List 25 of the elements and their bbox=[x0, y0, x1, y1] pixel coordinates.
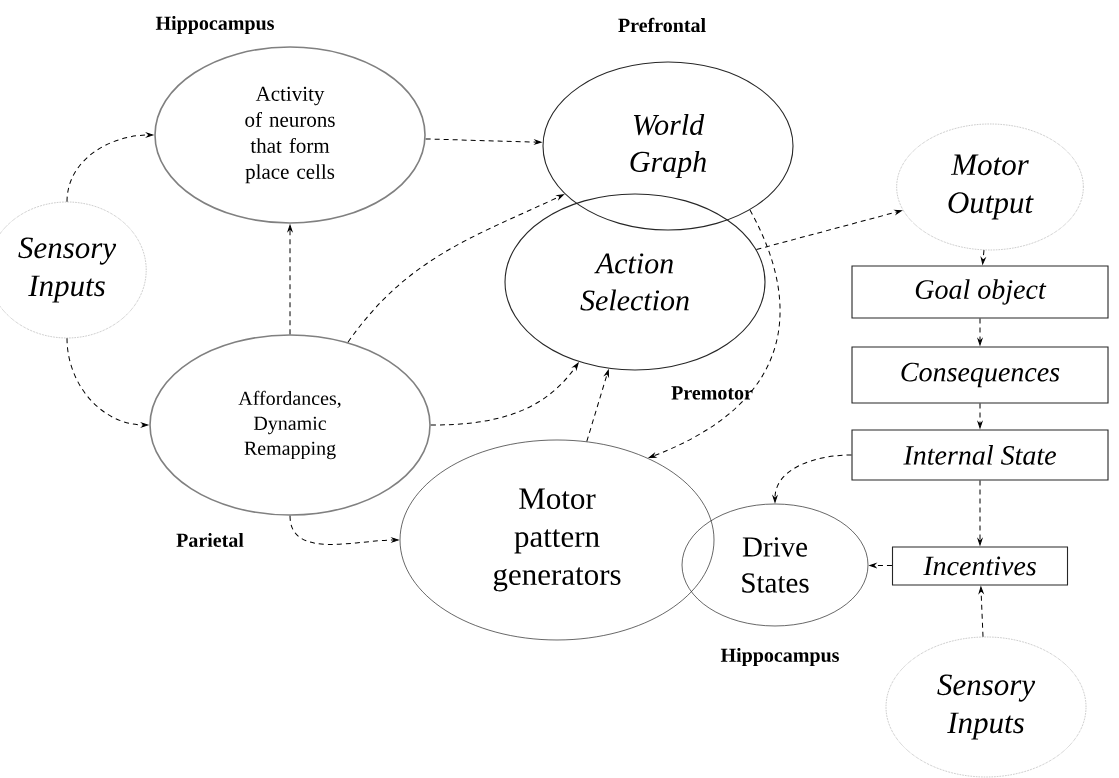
arrow bbox=[977, 403, 983, 429]
arrow bbox=[289, 515, 399, 545]
arrow bbox=[586, 369, 609, 442]
arrow bbox=[430, 362, 579, 426]
arrow bbox=[287, 224, 293, 335]
process-box: Internal State bbox=[851, 429, 1109, 481]
arrow bbox=[977, 318, 983, 346]
region-label: Premotor bbox=[671, 386, 753, 400]
arrow bbox=[347, 194, 564, 343]
region-label: Parietal bbox=[176, 532, 244, 547]
arrow bbox=[66, 337, 149, 428]
region-label: Hippocampus bbox=[720, 647, 839, 667]
process-box: Consequences bbox=[851, 346, 1109, 404]
arrow bbox=[978, 586, 984, 638]
arrow bbox=[869, 563, 893, 568]
process-box: Goal object bbox=[851, 265, 1109, 319]
arrow bbox=[772, 454, 852, 503]
arrow bbox=[980, 249, 986, 265]
arrow bbox=[648, 209, 781, 459]
arrow bbox=[977, 480, 983, 546]
process-box: Incentives bbox=[891, 546, 1069, 586]
region-label: Prefrontal bbox=[618, 17, 706, 33]
arrow bbox=[425, 138, 542, 145]
arrow bbox=[66, 132, 154, 203]
arrow bbox=[755, 209, 902, 250]
